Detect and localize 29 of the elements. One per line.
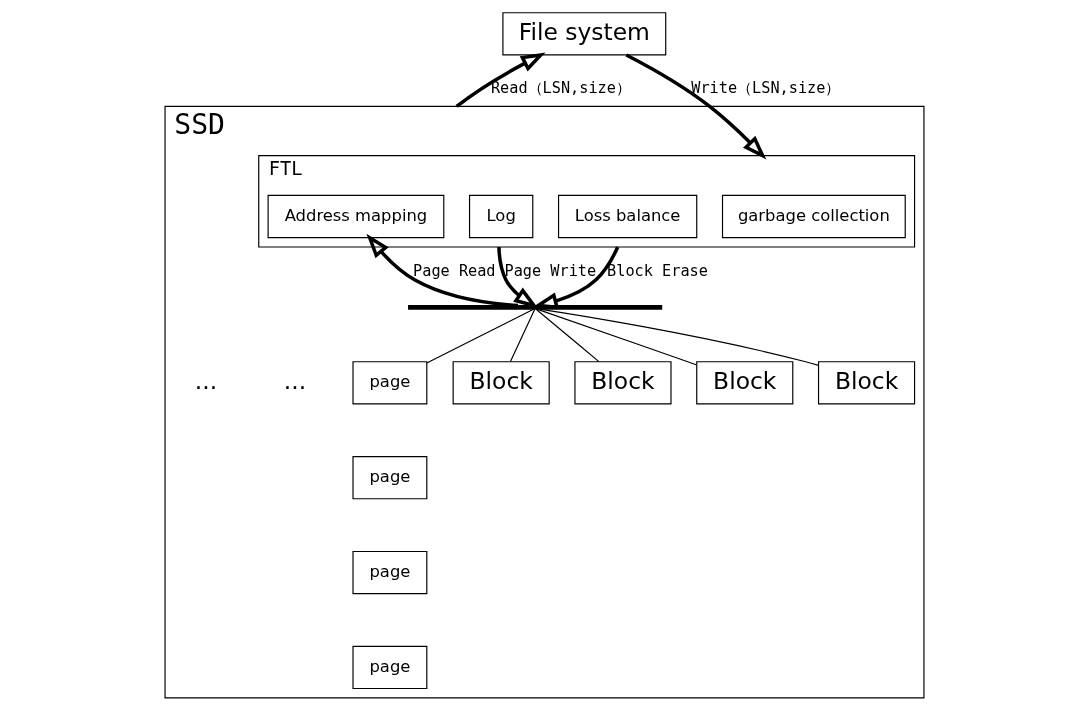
node-box: Loss balance (557, 194, 698, 239)
node-box: Log (468, 194, 534, 239)
node-box: Block (452, 361, 550, 405)
node-box: File system (502, 12, 667, 56)
arrow (625, 53, 767, 160)
node-box: page (352, 645, 428, 690)
node-box: page (352, 361, 428, 405)
node-box: garbage collection (721, 194, 906, 239)
edge-label: Read（LSN,size） (490, 78, 631, 97)
edge-label: Page Read (413, 261, 496, 280)
connector (426, 308, 535, 364)
arrow (455, 52, 546, 108)
label: ... (194, 366, 218, 395)
node-box: page (352, 550, 428, 595)
edge-label: Write（LSN,size） (691, 78, 841, 97)
node-box: Block (817, 361, 916, 405)
connector (536, 308, 697, 366)
node-box: Block (574, 361, 672, 405)
connector (535, 308, 600, 363)
edge-label: Block Erase (607, 261, 708, 280)
node-box: page (352, 456, 428, 500)
node-box: Block (696, 361, 794, 405)
connector (509, 308, 536, 363)
node-box: Address mapping (267, 194, 445, 239)
node-bar (408, 304, 663, 310)
label: ... (283, 366, 307, 395)
connector (538, 308, 820, 366)
arrow (366, 233, 519, 308)
edge-label: Page Write (504, 261, 597, 280)
